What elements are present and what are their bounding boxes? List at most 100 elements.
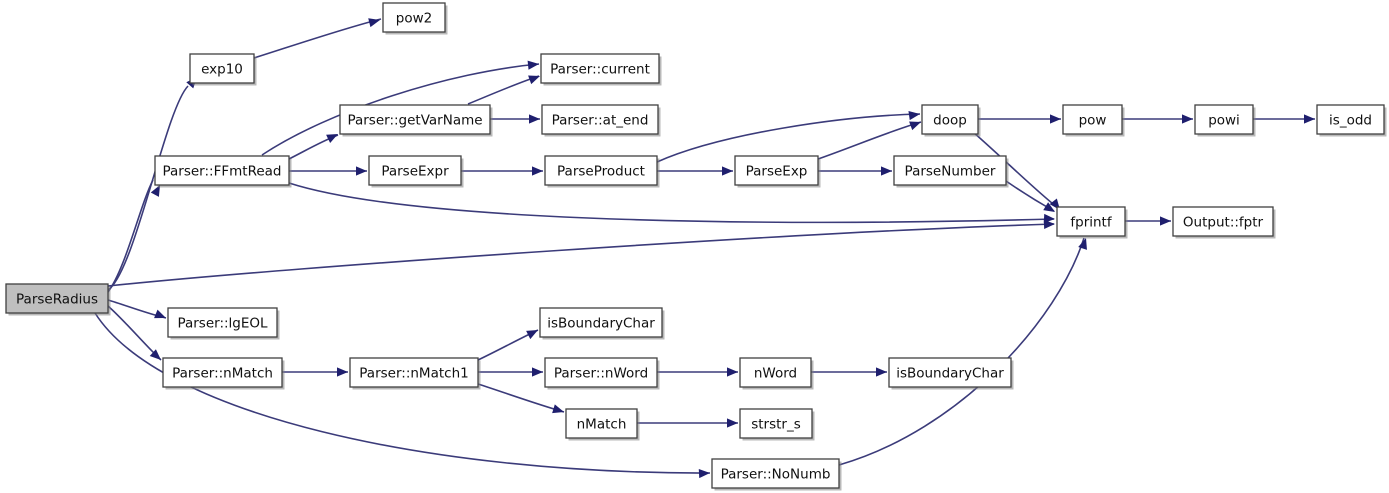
call-edge [288,182,1055,224]
node-box[interactable] [167,307,278,338]
graph-node-output-fptr[interactable]: Output::fptr [1172,206,1276,239]
arrowhead-icon [1078,238,1087,250]
graph-node-parser-ffmtread[interactable]: Parser::FFmtRead [154,155,292,188]
node-box[interactable] [888,357,1012,388]
arrowhead-icon [1304,114,1315,124]
graph-node-parser-lgeol[interactable]: Parser::lgEOL [167,307,280,340]
call-edge [107,85,189,291]
call-edge [94,312,711,474]
graph-node-pow2[interactable]: pow2 [382,2,448,35]
node-box[interactable] [1194,104,1254,135]
node-box[interactable] [711,458,840,489]
arrowhead-icon [532,367,543,377]
arrowhead-icon [1043,219,1055,229]
graph-node-isboundarychar-top[interactable]: isBoundaryChar [539,307,665,340]
arrowhead-icon [149,349,161,360]
arrowhead-icon [698,468,710,479]
call-edge [253,18,382,59]
graph-node-strstr-s[interactable]: strstr_s [739,408,815,441]
graph-node-parseradius[interactable]: ParseRadius [5,283,111,316]
call-edge [467,75,540,105]
graph-node-pow[interactable]: pow [1062,104,1125,137]
arrowhead-icon [368,18,380,28]
node-box[interactable] [349,357,479,388]
arrowhead-icon [337,367,348,377]
arrowhead-icon [526,330,538,340]
arrowhead-icon [881,166,892,176]
node-box[interactable] [734,155,819,186]
arrowhead-icon [876,367,887,377]
graph-node-parsenumber[interactable]: ParseNumber [893,155,1009,188]
arrowhead-icon [528,75,540,85]
node-box[interactable] [1056,206,1126,237]
nodes-layer: ParseRadiusexp10pow2Parser::FFmtReadPars… [5,2,1387,491]
arrowhead-icon [1182,114,1193,124]
graph-node-fprintf[interactable]: fprintf [1056,206,1128,239]
node-box[interactable] [189,53,255,84]
edges-layer [94,18,1315,474]
graph-node-is-odd[interactable]: is_odd [1316,104,1387,137]
node-box[interactable] [382,2,446,33]
arrowhead-icon [552,404,564,414]
node-box[interactable] [339,104,491,135]
node-box[interactable] [368,155,462,186]
graph-node-nword[interactable]: nWord [739,357,814,390]
call-edge [656,113,921,163]
node-box[interactable] [739,357,812,388]
graph-node-parser-nword[interactable]: Parser::nWord [544,357,660,390]
graph-node-parser-nonumb[interactable]: Parser::NoNumb [711,458,842,491]
arrowheads-layer [149,18,1315,479]
arrowhead-icon [154,309,166,319]
graph-node-parseproduct[interactable]: ParseProduct [544,155,660,188]
arrowhead-icon [1043,202,1055,212]
arrowhead-icon [1043,213,1055,224]
node-box[interactable] [1172,206,1274,237]
call-edge [107,179,154,293]
arrowhead-icon [909,121,921,131]
graph-node-isboundarychar-right[interactable]: isBoundaryChar [888,357,1014,390]
node-box[interactable] [1316,104,1385,135]
graph-node-parseexp[interactable]: ParseExp [734,155,821,188]
arrowhead-icon [326,134,338,143]
node-box[interactable] [5,283,109,314]
arrowhead-icon [908,110,920,121]
node-box[interactable] [544,155,658,186]
arrowhead-icon [722,166,733,176]
arrowhead-icon [356,166,367,176]
arrowhead-icon [727,367,738,377]
node-box[interactable] [921,104,979,135]
call-edge [838,237,1085,466]
arrowhead-icon [1160,216,1171,226]
graph-node-nmatch[interactable]: nMatch [565,408,640,441]
graph-node-parser-at-end[interactable]: Parser::at_end [541,104,661,137]
graph-node-parser-nmatch1[interactable]: Parser::nMatch1 [349,357,481,390]
node-box[interactable] [893,155,1007,186]
graph-node-doop[interactable]: doop [921,104,981,137]
graph-node-parser-nmatch[interactable]: Parser::nMatch [162,357,285,390]
node-box[interactable] [154,155,290,186]
node-box[interactable] [1062,104,1123,135]
graph-node-parseexpr[interactable]: ParseExpr [368,155,464,188]
node-box[interactable] [540,53,660,84]
node-box[interactable] [544,357,658,388]
graph-node-exp10[interactable]: exp10 [189,53,257,86]
arrowhead-icon [1050,114,1061,124]
graph-node-parser-current[interactable]: Parser::current [540,53,662,86]
node-box[interactable] [565,408,638,439]
graph-node-powi[interactable]: powi [1194,104,1256,137]
arrowhead-icon [529,114,540,124]
arrowhead-icon [532,166,543,176]
arrowhead-icon [150,185,160,197]
node-box[interactable] [739,408,813,439]
call-edge [107,223,1055,287]
call-edge [817,121,922,160]
call-edge [972,131,1059,209]
graph-node-parser-getvarname[interactable]: Parser::getVarName [339,104,493,137]
node-box[interactable] [541,104,659,135]
call-edge [261,63,540,156]
node-box[interactable] [162,357,283,388]
node-box[interactable] [539,307,663,338]
arrowhead-icon [527,60,539,70]
